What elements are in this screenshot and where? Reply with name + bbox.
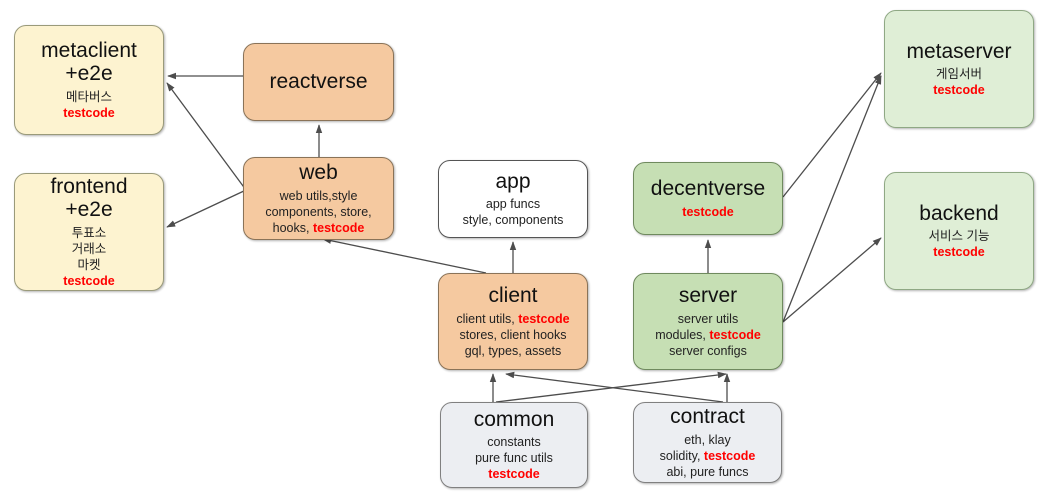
testcode-badge: testcode [682, 204, 734, 219]
node-reactverse[interactable]: reactverse [243, 43, 394, 121]
testcode-badge: testcode [703, 448, 756, 463]
testcode-badge: testcode [933, 83, 985, 98]
node-detail-line: style, components [462, 213, 564, 228]
node-detail-line: components, store, [265, 204, 372, 219]
node-detail-line: web utils,style [279, 188, 358, 203]
node-detail-line: client utils, testcode [456, 311, 569, 327]
testcode-badge: testcode [63, 274, 115, 289]
node-detail-line: testcode [63, 273, 114, 289]
detail-text: stores, client hooks [459, 327, 567, 342]
node-title: server [678, 284, 738, 308]
node-detail-line: 서비스 기능 [928, 229, 990, 244]
detail-text: server configs [669, 343, 747, 358]
node-title: reactverse [269, 70, 368, 94]
edge-server-to-metaserver [782, 75, 882, 323]
node-detail-line: 게임서버 [935, 67, 982, 82]
node-detail-line: testcode [63, 105, 114, 121]
edge-contract-to-client [505, 371, 724, 403]
edge-web-to-metaclient [166, 82, 247, 191]
detail-text: eth, klay [684, 432, 731, 447]
node-title: decentverse [650, 177, 766, 201]
node-detail-line: modules, testcode [655, 327, 761, 343]
node-detail-line: server utils [655, 311, 761, 327]
edge-client-to-web [322, 237, 487, 274]
node-detail-line: abi, pure funcs [660, 464, 756, 480]
node-decentverse[interactable]: decentverse testcode [633, 162, 783, 235]
testcode-badge: testcode [709, 327, 761, 342]
detail-text: abi, pure funcs [666, 464, 749, 479]
node-detail-line: 투표소 [71, 225, 107, 240]
node-title: common [473, 407, 555, 431]
node-detail-line: hooks, testcode [265, 220, 371, 236]
node-detail-line: testcode [929, 244, 990, 260]
node-title: contract [670, 405, 745, 429]
detail-text: modules, [655, 327, 710, 342]
node-title: backend [919, 201, 999, 225]
testcode-badge: testcode [63, 106, 115, 121]
node-detail-line: testcode [933, 82, 984, 98]
node-detail-line: 거래소 [71, 241, 107, 256]
node-detail-line: stores, client hooks [456, 327, 569, 343]
node-title-secondary: +e2e [65, 62, 113, 86]
node-detail-list: testcode [682, 204, 733, 220]
testcode-badge: testcode [933, 245, 985, 260]
node-title-secondary: +e2e [65, 198, 113, 222]
node-title: app [495, 169, 531, 193]
node-detail-line: 메타버스 [65, 89, 112, 104]
detail-text: gql, types, assets [464, 343, 562, 358]
detail-text: hooks, [272, 220, 313, 235]
node-title: metaclient [41, 38, 137, 62]
node-detail-line: pure func utils [475, 451, 553, 466]
edge-server-to-backend [782, 237, 882, 323]
node-detail-line: solidity, testcode [660, 448, 756, 464]
edge-decentverse-to-metaserver [782, 72, 882, 198]
node-title: frontend [50, 174, 128, 198]
edge-common-to-server [495, 371, 727, 403]
node-detail-line: gql, types, assets [456, 343, 569, 359]
node-detail-line: testcode [682, 204, 733, 220]
node-detail-line: eth, klay [660, 432, 756, 448]
node-detail-line: constants [487, 435, 541, 450]
node-detail-line: testcode [475, 466, 553, 482]
node-title: web [299, 161, 338, 185]
detail-text: client utils, [456, 311, 519, 326]
testcode-badge: testcode [488, 467, 540, 482]
node-title: metaserver [906, 39, 1012, 63]
node-detail-line: app funcs [485, 197, 541, 212]
node-detail-list: 메타버스 testcode [63, 89, 114, 121]
testcode-badge: testcode [312, 220, 365, 235]
node-title: client [488, 284, 538, 308]
detail-text: server utils [677, 311, 739, 326]
node-metaclient[interactable]: metaclient+e2e 메타버스 testcode [14, 25, 164, 135]
edge-web-to-frontend [166, 189, 247, 228]
testcode-badge: testcode [518, 311, 570, 326]
node-detail-line: 마켓 [77, 258, 101, 273]
node-detail-line: server configs [655, 343, 761, 359]
detail-text: solidity, [659, 448, 704, 463]
